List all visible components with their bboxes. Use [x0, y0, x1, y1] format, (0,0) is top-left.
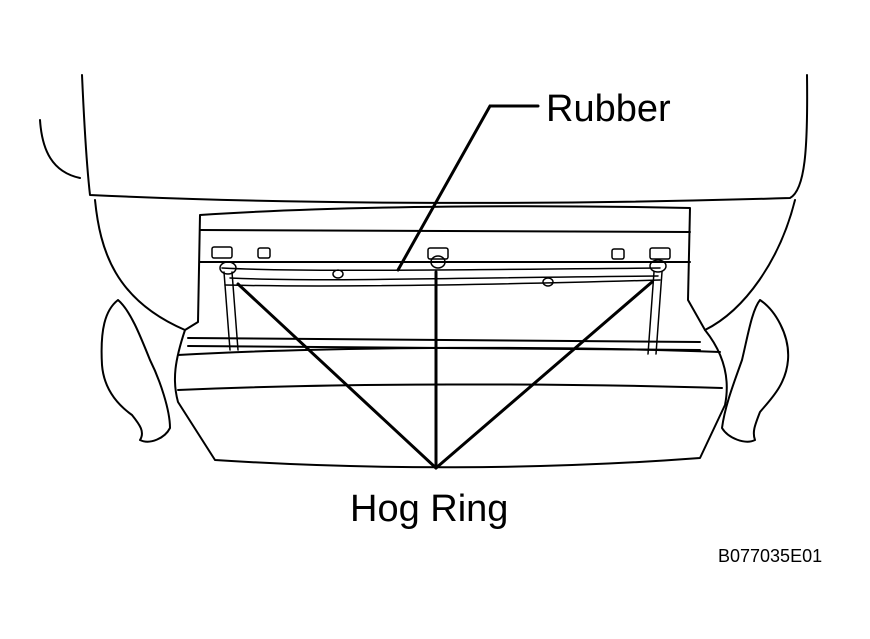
hog-ring	[430, 255, 446, 269]
left-mechanism	[100, 299, 171, 443]
seat-lower-bottom	[177, 383, 723, 391]
seat-cushion-outline	[81, 74, 809, 204]
strap-clip	[542, 277, 554, 287]
slot	[211, 246, 233, 259]
seat-lower-panel	[173, 329, 728, 469]
hog-ring	[649, 259, 667, 273]
figure-code: B077035E01	[718, 546, 823, 566]
seat-upper-bar	[199, 229, 691, 263]
hog-ring-leader-line-left	[236, 282, 438, 470]
seat-crossbar	[187, 337, 701, 351]
slot	[611, 248, 625, 260]
slot	[427, 247, 449, 260]
slot	[257, 247, 271, 259]
hog-ring-label: Hog Ring	[350, 488, 509, 530]
hog-ring	[219, 261, 237, 275]
strap-clip	[332, 269, 344, 279]
slot	[649, 247, 671, 260]
side-wire-left	[223, 271, 239, 351]
seat-side-bolster-left	[39, 119, 81, 179]
rubber-strap	[221, 267, 661, 281]
right-mechanism	[721, 299, 790, 443]
hog-ring-leader-line-right	[434, 280, 654, 470]
rubber-label: Rubber	[546, 88, 671, 130]
rubber-leader-line	[396, 104, 540, 272]
side-wire-right	[647, 271, 663, 355]
seat-frame-outline	[94, 199, 796, 331]
rubber-strap-lower	[224, 279, 661, 287]
